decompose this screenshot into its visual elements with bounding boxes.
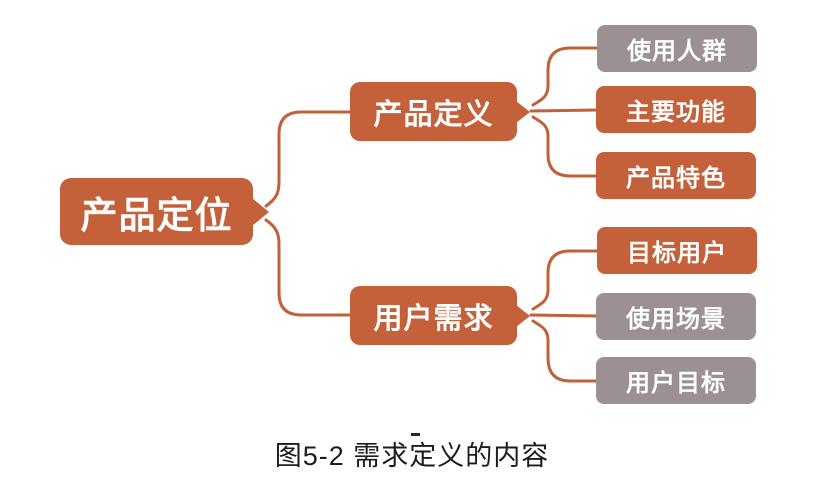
diagram-node-leaf-user-group: 使用人群 bbox=[597, 25, 757, 72]
node-label: 使用场景 bbox=[626, 306, 726, 333]
diagram-node-leaf-target-users: 目标用户 bbox=[597, 227, 757, 274]
node-label: 主要功能 bbox=[626, 99, 726, 126]
diagram-node-branch-product-definition: 产品定义 bbox=[350, 82, 530, 141]
node-label: 产品特色 bbox=[626, 165, 726, 192]
node-label: 使用人群 bbox=[627, 38, 727, 65]
diagram-node-root: 产品定位 bbox=[60, 178, 269, 245]
diagram-node-leaf-usage-scenarios: 使用场景 bbox=[596, 293, 756, 340]
diagram-node-leaf-product-features: 产品特色 bbox=[596, 152, 756, 199]
node-pointer-tip bbox=[516, 304, 530, 327]
node-label: 用户需求 bbox=[373, 302, 494, 335]
stray-print-mark bbox=[411, 433, 420, 436]
node-pointer-tip bbox=[516, 100, 530, 123]
node-pointer-tip bbox=[252, 197, 269, 226]
diagram-node-branch-user-needs: 用户需求 bbox=[350, 286, 530, 345]
node-label: 目标用户 bbox=[627, 240, 727, 267]
node-label: 产品定义 bbox=[373, 98, 494, 131]
diagram-node-leaf-main-functions: 主要功能 bbox=[596, 86, 756, 133]
diagram-node-leaf-user-goals: 用户目标 bbox=[596, 357, 756, 404]
figure-caption: 图5-2 需求定义的内容 bbox=[274, 441, 550, 471]
node-label: 产品定位 bbox=[80, 194, 233, 236]
node-label: 用户目标 bbox=[626, 370, 726, 397]
